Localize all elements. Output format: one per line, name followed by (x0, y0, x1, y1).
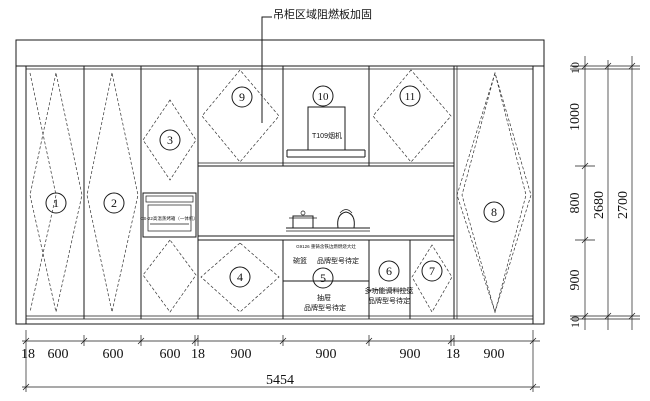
cabinet-number-11: 11 (405, 91, 416, 103)
cabinet-2-door (86, 72, 139, 313)
cabinet-number-2: 2 (111, 196, 117, 210)
dim-900-d: 900 (484, 347, 505, 362)
left-wall-hatch (15, 65, 27, 325)
dim-600-c: 600 (160, 347, 181, 362)
dim-right-800: 800 (568, 193, 583, 214)
cabinet-1-door (29, 72, 57, 313)
oven (142, 192, 197, 238)
cabinet-number-7: 7 (429, 264, 435, 278)
dim-600-b: 600 (103, 347, 124, 362)
cabinet-number-circles (45, 85, 505, 289)
cabinet-7-door (411, 244, 453, 313)
kettle-icon (337, 211, 355, 229)
cabinet-number-1: 1 (53, 196, 59, 210)
dim-right-2680: 2680 (592, 191, 607, 219)
oven-label: CS-22高温蒸烤箱（一体机） (140, 215, 198, 222)
annotation-text: 吊柜区域阻燃板加固 (273, 7, 372, 21)
cabinet-number-4: 4 (237, 270, 243, 284)
hob-note: G9126 重铸含铁边燃燃烧大灶 (296, 243, 356, 250)
cabinet-number-8: 8 (491, 205, 497, 219)
dim-right-2700: 2700 (616, 191, 631, 219)
cabinet-number-5: 5 (320, 271, 326, 285)
ceiling-hatch (15, 39, 545, 67)
drawer-brand: 品牌型号待定 (304, 303, 346, 312)
dim-right-900: 900 (568, 270, 583, 291)
cabinet-number-9: 9 (239, 90, 245, 104)
dim-900-b: 900 (316, 347, 337, 362)
cabinet-number-10: 10 (318, 91, 330, 103)
hood-label: T109烟机 (312, 131, 342, 140)
spice-rack-label: 多功能调料拉篮 (365, 286, 414, 295)
dim-600-a: 600 (48, 347, 69, 362)
drawer-label: 抽屉 (317, 293, 331, 302)
right-dimensions (570, 56, 640, 330)
annotation-leader (261, 16, 272, 123)
dim-18-left: 18 (21, 347, 35, 362)
cabinet-number-3: 3 (167, 133, 173, 147)
cabinet-11-door (372, 69, 452, 163)
range-hood (307, 106, 346, 151)
dim-18-right: 18 (446, 347, 460, 362)
dim-900-a: 900 (231, 347, 252, 362)
right-wall-hatch (532, 65, 545, 325)
spice-rack-brand: 品牌型号待定 (368, 296, 410, 305)
dim-right-10-top: 10 (568, 62, 582, 74)
cabinet-3-door (142, 99, 197, 181)
dim-total-width: 5454 (266, 373, 294, 388)
dim-right-10-bottom: 10 (568, 316, 582, 328)
bowl-basket-label: 碗篮 (293, 256, 307, 265)
bowl-basket-brand: 品牌型号待定 (317, 256, 359, 265)
dim-18-mid: 18 (191, 347, 205, 362)
cabinet-9-door (201, 69, 280, 163)
cabinet-number-6: 6 (386, 264, 392, 278)
cabinet-8-door (456, 71, 532, 314)
cabinet-frame (25, 65, 534, 325)
bottom-dimensions (22, 330, 540, 392)
dim-900-c: 900 (400, 347, 421, 362)
dim-right-1000: 1000 (568, 103, 583, 131)
